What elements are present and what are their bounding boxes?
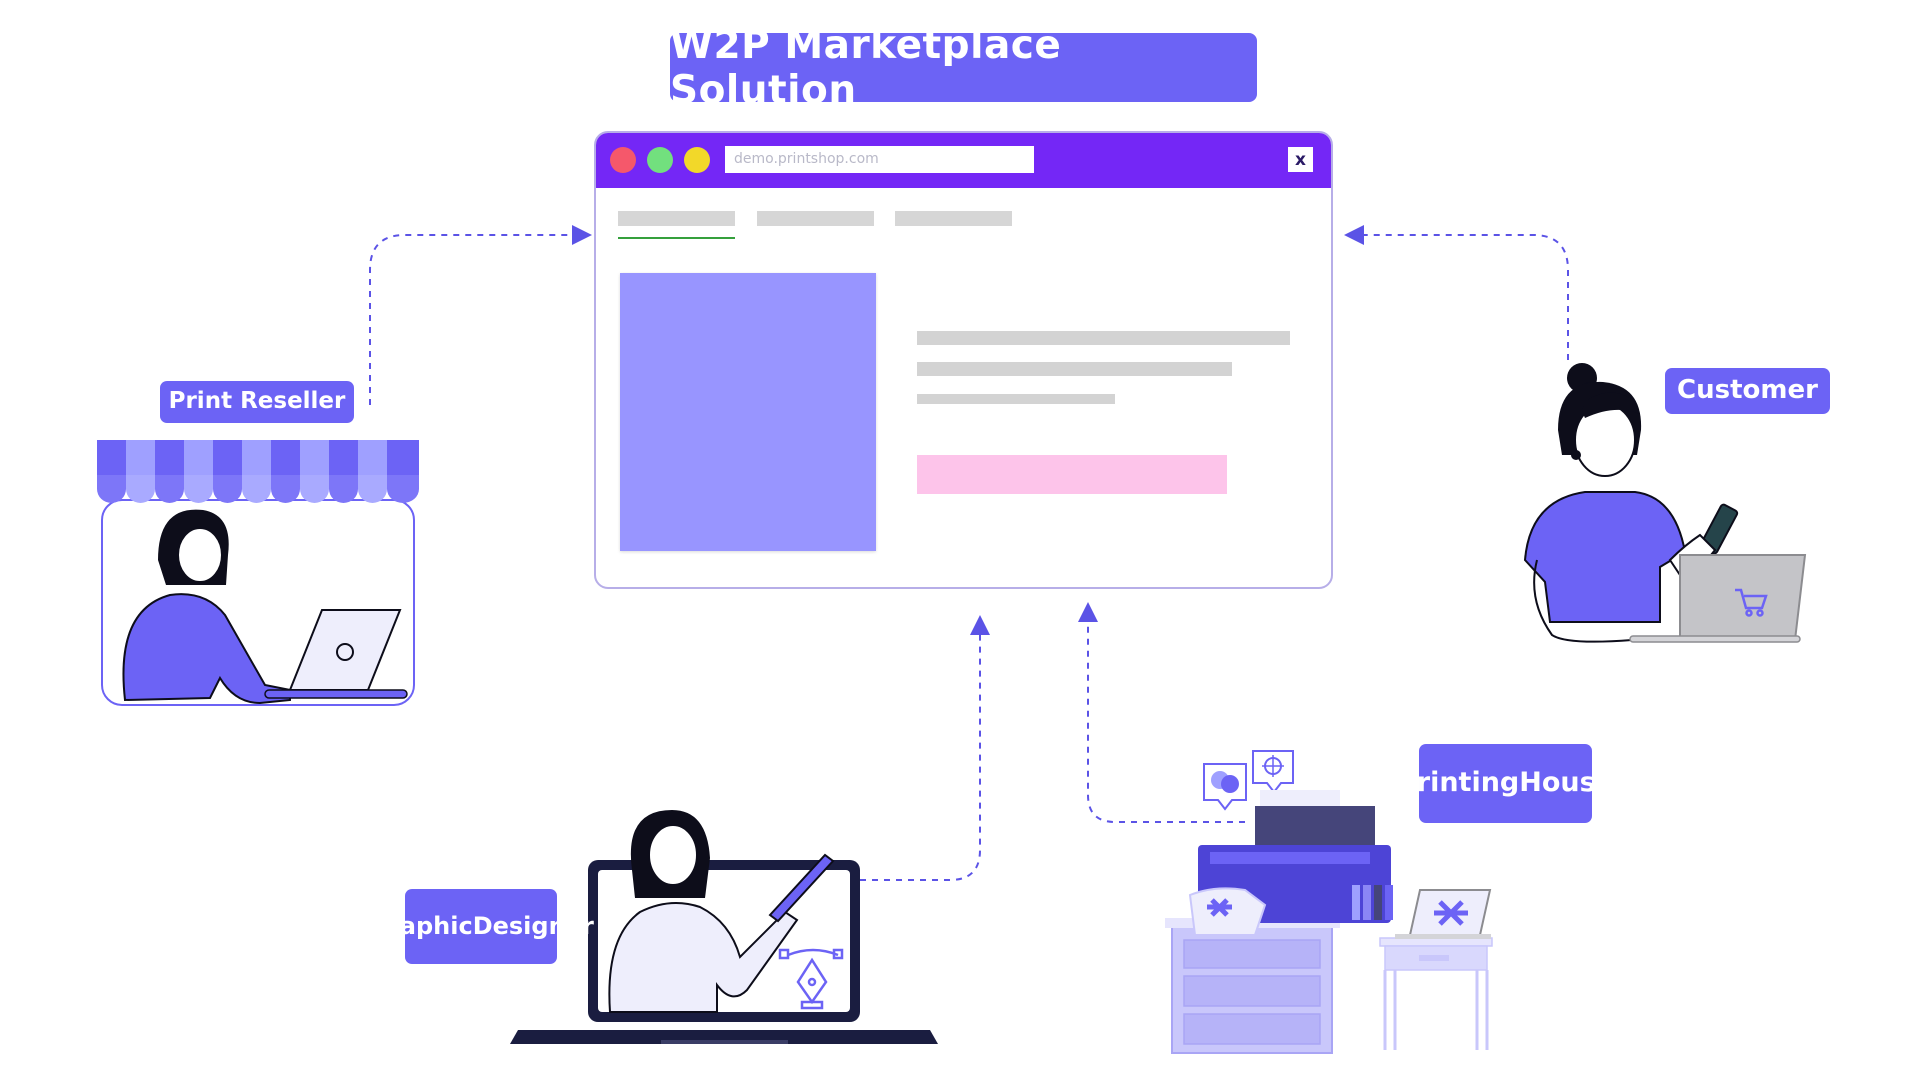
connector-reseller	[369, 225, 592, 405]
graphic-designer-label-line-2: Designer	[472, 912, 594, 941]
text-line-placeholder-1	[917, 331, 1290, 345]
cta-button-placeholder[interactable]	[917, 455, 1227, 494]
browser-title-bar: demo.printshop.com x	[596, 133, 1331, 188]
marketplace-browser-window: demo.printshop.com x	[594, 131, 1333, 589]
nav-tab-placeholder-1[interactable]	[618, 211, 735, 226]
cart-icon	[1735, 588, 1768, 617]
text-line-placeholder-2	[917, 362, 1232, 376]
graphic-designer-label-line-1: Graphic	[368, 912, 473, 941]
printing-house-label-line-1: Printing	[1396, 767, 1520, 799]
window-minimize-dot[interactable]	[684, 147, 710, 173]
customer-label: Customer	[1665, 368, 1830, 414]
text-line-placeholder-3	[917, 394, 1115, 404]
color-palette-icon	[1203, 763, 1247, 811]
printing-house-label-line-2: House	[1519, 767, 1615, 799]
nav-tab-placeholder-3[interactable]	[895, 211, 1012, 226]
target-icon	[1252, 750, 1294, 794]
store-awning-icon	[97, 440, 419, 504]
connector-customer	[1344, 225, 1569, 360]
nav-tab-placeholder-2[interactable]	[757, 211, 874, 226]
graphic-designer-illustration	[510, 810, 938, 1044]
printing-house-illustration	[1165, 750, 1493, 1054]
print-reseller-illustration	[97, 440, 419, 706]
printing-house-label: Printing House	[1397, 744, 1614, 823]
print-reseller-label: Print Reseller	[160, 381, 354, 423]
product-image-placeholder	[620, 273, 876, 551]
address-bar[interactable]: demo.printshop.com	[725, 146, 1034, 173]
window-maximize-dot[interactable]	[647, 147, 673, 173]
close-icon[interactable]: x	[1288, 147, 1313, 172]
connector-designer	[860, 615, 990, 881]
window-close-dot[interactable]	[610, 147, 636, 173]
customer-illustration	[1523, 363, 1807, 643]
laptop-gear-icon	[264, 609, 408, 699]
pen-brush-icon	[768, 853, 835, 923]
active-tab-underline	[618, 237, 735, 239]
graphic-designer-label: Graphic Designer	[368, 889, 594, 964]
pen-tool-icon	[778, 948, 844, 1010]
connector-printing-house	[1078, 602, 1245, 823]
printer-icon	[1188, 790, 1393, 936]
